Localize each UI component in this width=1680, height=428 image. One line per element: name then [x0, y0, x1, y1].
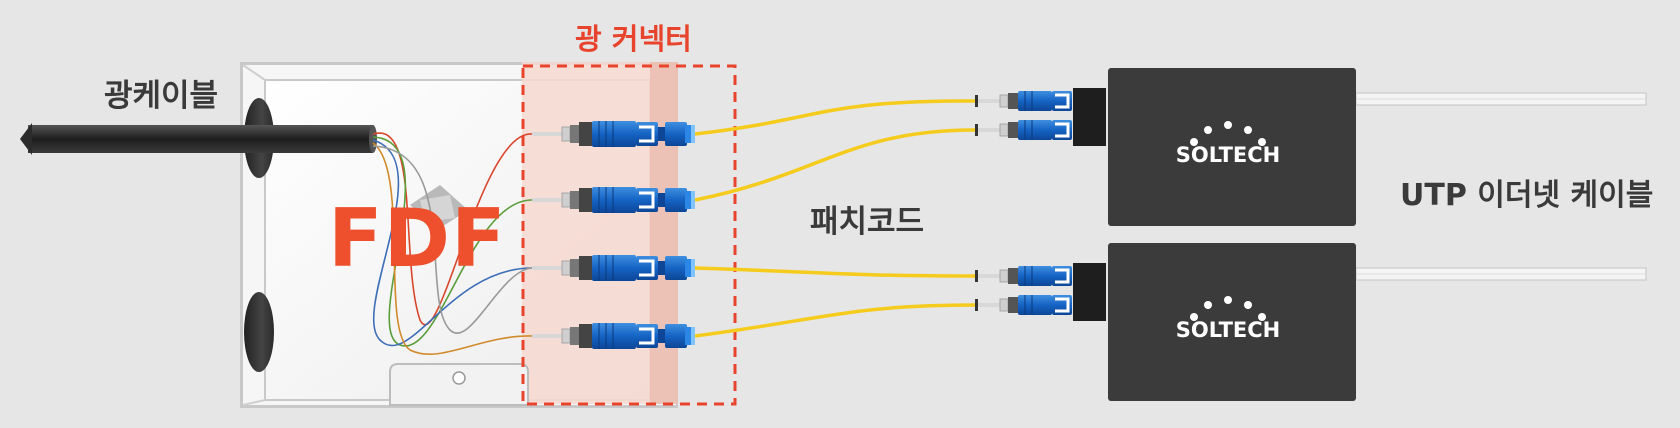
- media-converter: [1073, 243, 1356, 401]
- optical-connector-label: 광 커넥터: [575, 22, 692, 56]
- connector-highlight: [521, 64, 737, 406]
- sc-connector-icon: [973, 293, 1074, 317]
- utp-cable-label: UTP 이더넷 케이블: [1400, 178, 1654, 213]
- sc-connector-icon: [973, 264, 1074, 288]
- fibers: [372, 132, 533, 355]
- converter-brand: SOLTECH: [1175, 318, 1281, 342]
- patch-cords: [694, 99, 976, 338]
- utp-cable: [1355, 92, 1647, 281]
- patch-cord-label: 패치코드: [810, 204, 925, 240]
- sc-connector-icon: [973, 118, 1074, 142]
- sc-connector-icon: [973, 89, 1074, 113]
- optical-cable-label: 광케이블: [104, 78, 219, 114]
- converter-brand: SOLTECH: [1175, 143, 1281, 167]
- media-converter: [1073, 68, 1356, 226]
- converter-connectors: [973, 89, 1074, 317]
- optical-cable: [20, 123, 377, 155]
- fdf-label: FDF: [328, 192, 507, 285]
